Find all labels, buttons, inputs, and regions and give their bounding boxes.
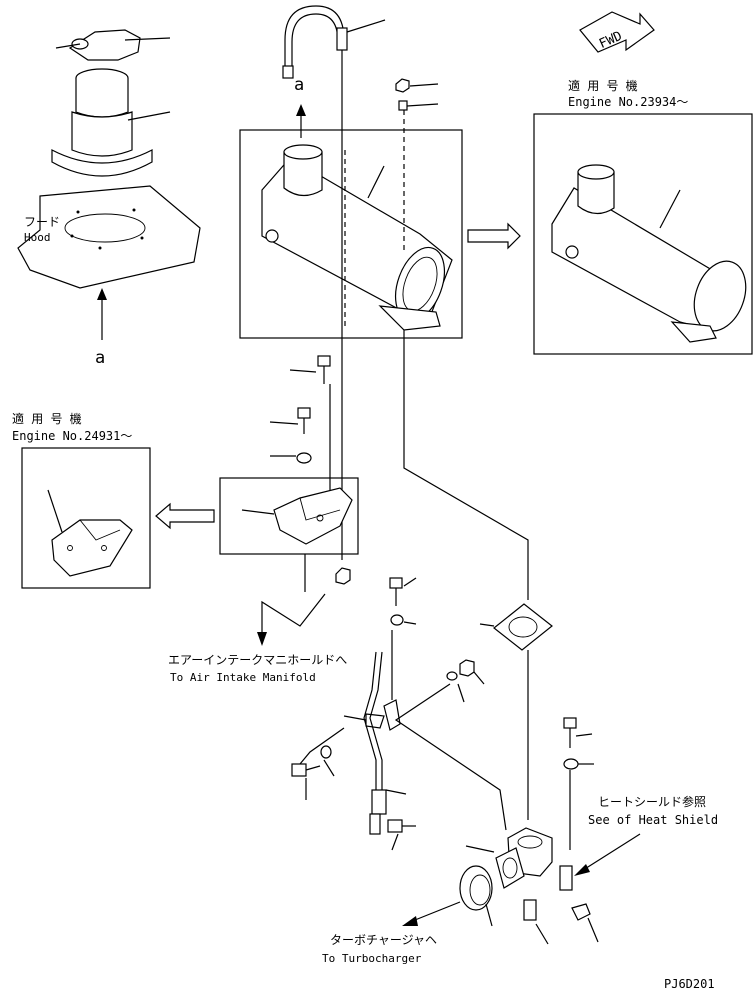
muffler-box <box>239 129 463 339</box>
bolt-part-3 <box>389 577 417 626</box>
variant-right-jp: 適 用 号 機 <box>568 78 638 93</box>
bolt-part-5 <box>523 865 599 945</box>
bolt-part <box>269 355 331 464</box>
clamp-part <box>55 29 171 61</box>
arrow-to-variant-right <box>467 222 521 250</box>
seal-ring-part <box>459 865 493 927</box>
bolt-part-4 <box>291 745 335 800</box>
heat-shield-label-jp: ヒートシールド参照 <box>598 794 706 809</box>
view-a-label-top: a <box>294 75 304 95</box>
turbo-label-en: To Turbocharger <box>322 952 422 965</box>
variant-left-box <box>21 447 151 589</box>
air-intake-label-jp: エアーインテークマニホールドへ <box>168 653 347 667</box>
hood-plate <box>17 185 201 340</box>
turbo-elbow-part <box>465 827 553 889</box>
variant-left-en: Engine No.24931～ <box>12 429 132 443</box>
bolt-washer-right <box>563 717 594 850</box>
arrow-to-variant-left <box>155 502 215 530</box>
fwd-arrow-icon: FWD <box>579 11 655 53</box>
hood-label-en: Hood <box>24 231 51 244</box>
tailpipe-part <box>282 5 386 79</box>
heat-shield-label-en: See of Heat Shield <box>588 813 718 827</box>
exhaust-pipe-part <box>51 68 171 177</box>
variant-left-jp: 適 用 号 機 <box>12 411 82 426</box>
variant-right-box <box>533 113 753 355</box>
nut-washer-part <box>446 659 485 703</box>
drawing-code: PJ6D201 <box>664 977 715 991</box>
clip-part <box>343 699 401 731</box>
turbo-label-jp: ターボチャージャヘ <box>330 933 437 947</box>
nut-part <box>395 78 439 111</box>
hood-label-jp: フード <box>24 215 60 229</box>
fitting-part <box>369 789 416 851</box>
bracket-box-center <box>219 477 359 555</box>
air-intake-label-en: To Air Intake Manifold <box>170 671 316 684</box>
nut-part-2 <box>335 567 351 585</box>
variant-right-en: Engine No.23934～ <box>568 95 688 109</box>
view-a-label-bottom: a <box>95 348 105 368</box>
gasket-part <box>479 603 553 651</box>
